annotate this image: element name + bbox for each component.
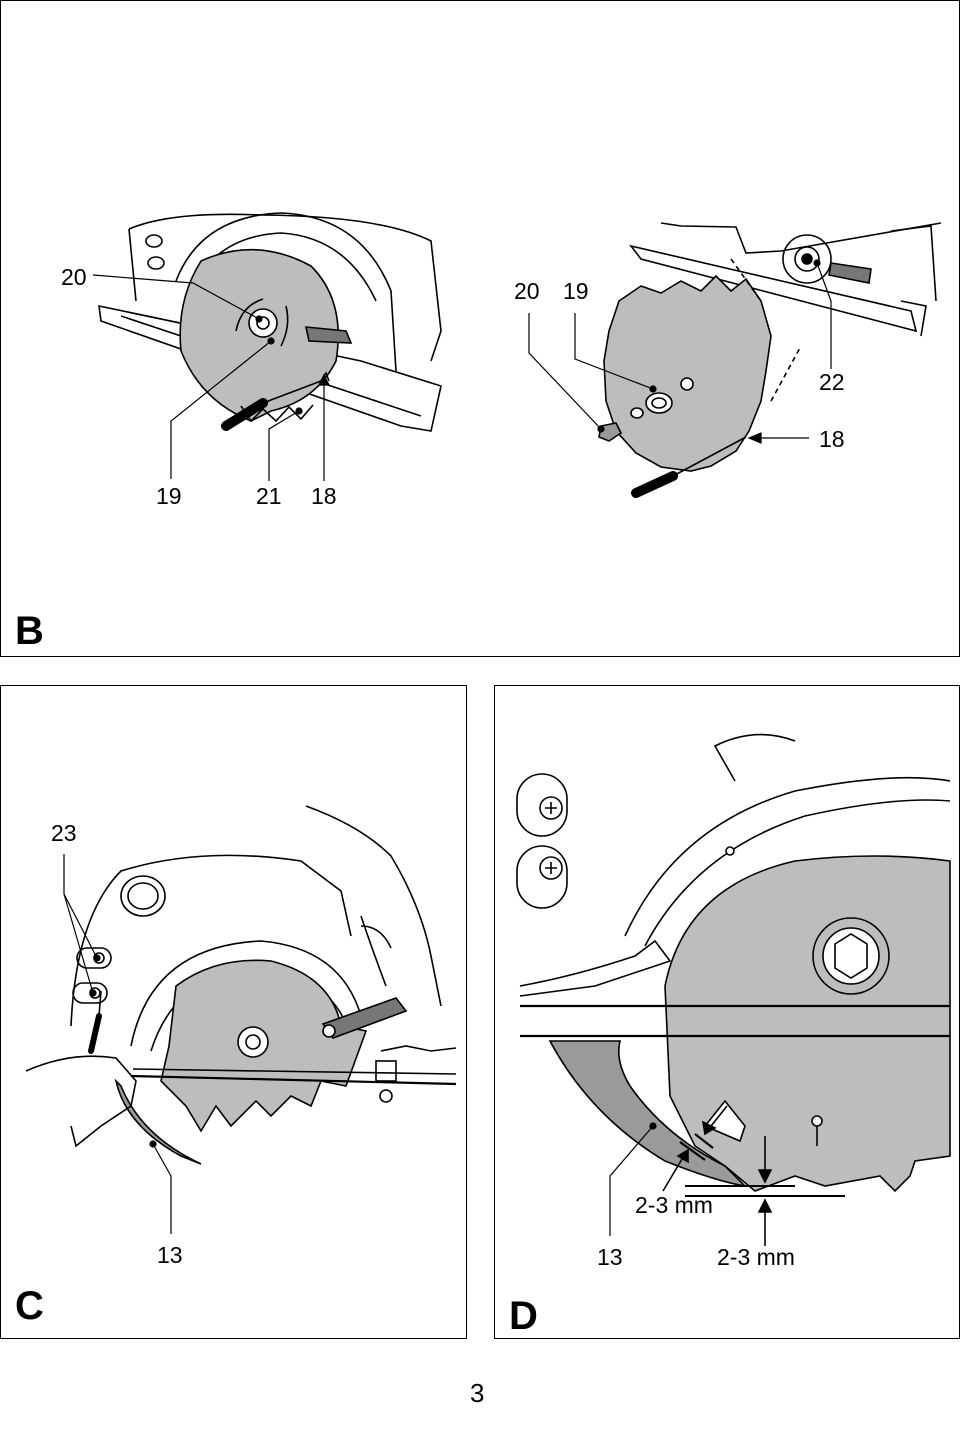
callout-19-left: 19 <box>156 483 182 509</box>
callout-13-c: 13 <box>157 1242 183 1268</box>
callout-18-right: 18 <box>819 426 845 452</box>
page-number: 3 <box>470 1378 485 1408</box>
figure-d-drawing <box>516 733 951 1246</box>
figure-b-drawing <box>92 212 942 498</box>
callout-21-left: 21 <box>256 483 282 509</box>
figure-c-panel: 23 13 C <box>0 685 467 1339</box>
callout-19-right: 19 <box>563 278 589 304</box>
gap-dimension-guard: 2-3 mm <box>635 1192 713 1218</box>
figure-letter-d: D <box>509 1294 538 1338</box>
figure-c-drawing <box>25 805 457 1234</box>
callout-20-right: 20 <box>514 278 540 304</box>
callout-13-d: 13 <box>597 1244 623 1270</box>
callout-22-right: 22 <box>819 369 845 395</box>
figure-d-panel: 13 2-3 mm 2-3 mm D <box>494 685 960 1339</box>
figure-letter-b: B <box>15 609 44 653</box>
figure-letter-c: C <box>15 1284 44 1328</box>
figure-b-panel: 20 19 21 18 20 19 22 18 B <box>0 0 960 657</box>
callout-20-left: 20 <box>61 264 87 290</box>
callout-18-left: 18 <box>311 483 337 509</box>
gap-dimension-plate: 2-3 mm <box>717 1244 795 1270</box>
callout-23: 23 <box>51 820 77 846</box>
